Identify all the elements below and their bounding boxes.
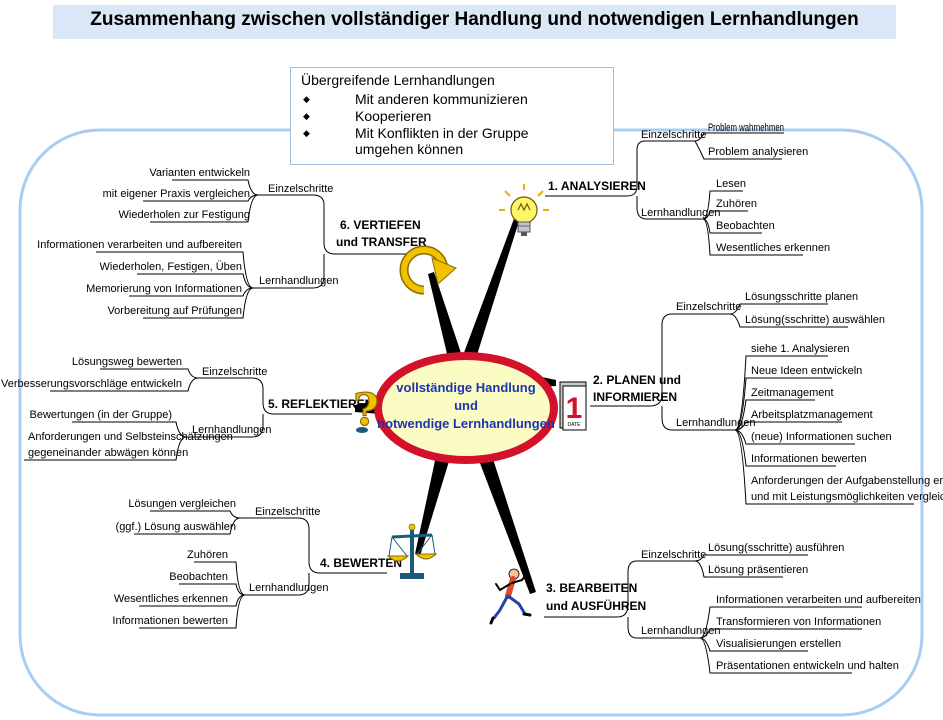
branch-analysieren xyxy=(545,132,803,256)
einzel-label-reflektieren: Einzelschritte xyxy=(202,366,267,378)
item-planen-l5: (neue) Informationen suchen xyxy=(751,431,892,443)
branch-bewerten xyxy=(134,510,387,629)
item-planen-l8: und mit Leistungsmöglichkeiten vergleich… xyxy=(751,491,943,503)
item-vertiefen-l3: Memorierung von Informationen xyxy=(86,283,242,295)
item-planen-e2: Lösung(sschritte) auswählen xyxy=(745,314,885,326)
lern-label-vertiefen: Lernhandlungen xyxy=(259,275,339,287)
item-vertiefen-l4: Vorbereitung auf Prüfungen xyxy=(107,305,242,317)
lern-label-reflektieren: Lernhandlungen xyxy=(192,424,272,436)
runner-icon xyxy=(489,568,532,625)
item-planen-l6: Informationen bewerten xyxy=(751,453,867,465)
einzel-label-vertiefen: Einzelschritte xyxy=(268,183,333,195)
item-vertiefen-l1: Informationen verarbeiten und aufbereite… xyxy=(37,239,242,251)
branch-title-planen-2: INFORMIEREN xyxy=(593,390,677,404)
item-bearbeiten-e2: Lösung präsentieren xyxy=(708,564,808,576)
branch-title-bearbeiten-1: 3. BEARBEITEN xyxy=(546,581,637,595)
branch-title-vertiefen-2: und TRANSFER xyxy=(336,235,427,249)
item-planen-l4: Arbeitsplatzmanagement xyxy=(751,409,873,421)
item-bearbeiten-e1: Lösung(sschritte) ausführen xyxy=(708,542,844,554)
lern-label-bearbeiten: Lernhandlungen xyxy=(641,625,721,637)
item-vertiefen-e1: Varianten entwickeln xyxy=(149,167,250,179)
item-bewerten-l1: Zuhören xyxy=(187,549,228,561)
branch-title-reflektieren: 5. REFLEKTIEREN xyxy=(268,397,373,411)
lern-label-planen: Lernhandlungen xyxy=(676,417,756,429)
branch-title-bewerten: 4. BEWERTEN xyxy=(320,556,402,570)
item-bewerten-l2: Beobachten xyxy=(169,571,228,583)
center-line-3: notwendige Lernhandlungen xyxy=(377,416,555,431)
spoke-bearbeiten xyxy=(478,456,536,594)
overarching-title: Übergreifende Lernhandlungen xyxy=(301,72,495,88)
einzel-label-planen: Einzelschritte xyxy=(676,301,741,313)
item-vertiefen-l2: Wiederholen, Festigen, Üben xyxy=(100,261,242,273)
branch-title-planen-1: 2. PLANEN und xyxy=(593,373,681,387)
item-bearbeiten-l2: Transformieren von Informationen xyxy=(716,616,881,628)
item-analysieren-l3: Beobachten xyxy=(716,220,775,232)
page-title: Zusammenhang zwischen vollständiger Hand… xyxy=(90,9,859,30)
center-line-2: und xyxy=(454,398,478,413)
item-planen-l7: Anforderungen der Aufgabenstellung erken… xyxy=(751,475,943,487)
bullet-icon: ◆ xyxy=(303,128,310,138)
spokes xyxy=(355,216,556,594)
item-vertiefen-e3: Wiederholen zur Festigung xyxy=(119,209,250,221)
item-analysieren-e1: Problem wahrnehmen xyxy=(708,122,784,134)
item-bewerten-l3: Wesentliches erkennen xyxy=(114,593,228,605)
item-planen-l2: Neue Ideen entwickeln xyxy=(751,365,862,377)
item-reflektieren-l2: Anforderungen und Selbsteinschätzungen xyxy=(28,431,233,443)
lightbulb-icon xyxy=(499,184,549,236)
overarching-item: Mit anderen kommunizieren xyxy=(355,91,528,107)
item-bewerten-e1: Lösungen vergleichen xyxy=(128,498,236,510)
item-reflektieren-e1: Lösungsweg bewerten xyxy=(72,356,182,368)
item-reflektieren-e2: Verbesserungsvorschläge entwickeln xyxy=(1,378,182,390)
scales-icon xyxy=(386,523,438,579)
item-planen-l3: Zeitmanagement xyxy=(751,387,834,399)
item-analysieren-l1: Lesen xyxy=(716,178,746,190)
bullet-icon: ◆ xyxy=(303,94,310,104)
overarching-item: Mit Konflikten in der Gruppe xyxy=(355,125,529,141)
spoke-bewerten xyxy=(415,456,450,556)
lern-label-bewerten: Lernhandlungen xyxy=(249,582,329,594)
einzel-label-analysieren: Einzelschritte xyxy=(641,129,706,141)
center-node: vollständige Handlung und notwendige Ler… xyxy=(374,352,558,464)
item-analysieren-e2: Problem analysieren xyxy=(708,146,808,158)
item-planen-e1: Lösungsschritte planen xyxy=(745,291,858,303)
spoke-reflektieren xyxy=(355,400,380,414)
item-bewerten-e2: (ggf.) Lösung auswählen xyxy=(116,521,236,533)
branch-title-analysieren: 1. ANALYSIEREN xyxy=(548,179,646,193)
item-analysieren-l2: Zuhören xyxy=(716,198,757,210)
calendar-caption: DATE xyxy=(568,422,582,428)
branch-reflektieren xyxy=(24,368,352,461)
overarching-item: Kooperieren xyxy=(355,108,432,124)
question-mark-icon: ? xyxy=(353,384,380,436)
spoke-vertiefen xyxy=(428,272,462,358)
item-reflektieren-l1: Bewertungen (in der Gruppe) xyxy=(30,409,172,421)
branch-vertiefen xyxy=(96,179,407,319)
overarching-item: umgehen können xyxy=(355,141,464,157)
item-analysieren-l4: Wesentliches erkennen xyxy=(716,242,830,254)
item-bearbeiten-l4: Präsentationen entwickeln und halten xyxy=(716,660,899,672)
center-line-1: vollständige Handlung xyxy=(396,380,535,395)
item-bewerten-l4: Informationen bewerten xyxy=(112,615,228,627)
branch-title-bearbeiten-2: und AUSFÜHREN xyxy=(546,598,646,613)
einzel-label-bearbeiten: Einzelschritte xyxy=(641,549,706,561)
branch-bearbeiten xyxy=(544,554,862,674)
title-bar: Zusammenhang zwischen vollständiger Hand… xyxy=(53,5,896,39)
lern-label-analysieren: Lernhandlungen xyxy=(641,207,721,219)
item-bearbeiten-l1: Informationen verarbeiten und aufbereite… xyxy=(716,594,921,606)
item-bearbeiten-l3: Visualisierungen erstellen xyxy=(716,638,841,650)
branch-planen xyxy=(590,303,914,505)
calendar-number: 1 xyxy=(566,392,583,425)
item-planen-l1: siehe 1. Analysieren xyxy=(751,343,849,355)
item-vertiefen-e2: mit eigener Praxis vergleichen xyxy=(103,188,250,200)
calendar-icon: 1 DATE xyxy=(559,381,587,431)
branch-title-vertiefen-1: 6. VERTIEFEN xyxy=(340,218,421,232)
item-reflektieren-l3: gegeneinander abwägen können xyxy=(28,447,188,459)
overarching-box: Übergreifende Lernhandlungen ◆ Mit ander… xyxy=(290,67,614,165)
circular-arrow-icon xyxy=(399,245,457,295)
bullet-icon: ◆ xyxy=(303,111,310,121)
einzel-label-bewerten: Einzelschritte xyxy=(255,506,320,518)
spoke-analysieren xyxy=(462,216,520,358)
